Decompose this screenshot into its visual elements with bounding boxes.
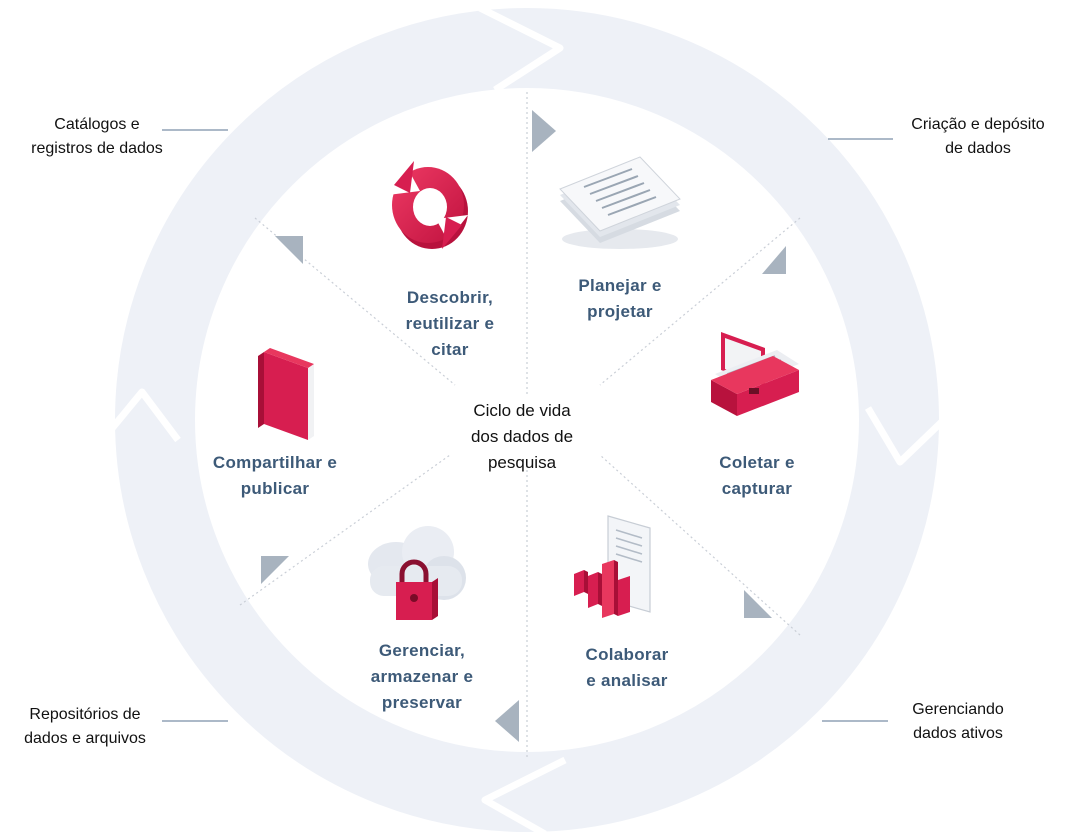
ring-chevron-bottom <box>481 756 567 834</box>
center-title-line: Ciclo de vida <box>473 401 571 420</box>
stage-label-discover: Descobrir, reutilizar e citar <box>375 285 525 363</box>
stage-label-line: reutilizar e <box>405 314 495 333</box>
arrow-upper-left <box>275 236 303 264</box>
book-icon <box>258 348 314 440</box>
leader-lines <box>162 129 893 722</box>
document-stack-icon <box>559 156 681 249</box>
arrow-top <box>532 110 556 152</box>
stage-label-share: Compartilhar e publicar <box>190 450 360 502</box>
outer-label-line: dados e arquivos <box>24 730 146 747</box>
outer-label-line: registros de dados <box>31 140 163 157</box>
stage-label-line: citar <box>431 340 469 359</box>
stage-label-plan: Planejar e projetar <box>545 273 695 325</box>
stage-label-line: Colaborar <box>585 645 669 664</box>
outer-label-line: Repositórios de <box>29 706 141 723</box>
stage-label-line: armazenar e <box>370 667 474 686</box>
outer-label-line: Catálogos e <box>54 116 140 133</box>
outer-label-active-data: Gerenciando dados ativos <box>878 698 1038 746</box>
sector-dividers <box>239 92 801 760</box>
stage-label-line: Planejar e <box>578 276 662 295</box>
ring-chevron-left <box>101 388 181 443</box>
arrow-upper-right <box>762 246 786 274</box>
stage-label-line: publicar <box>240 479 310 498</box>
ring-chevron-top <box>478 4 564 93</box>
chart-document-icon <box>574 515 651 618</box>
stage-label-line: Descobrir, <box>406 288 494 307</box>
arrow-lower-right <box>744 590 772 618</box>
stage-label-line: Compartilhar e <box>212 453 338 472</box>
outer-label-line: de dados <box>945 140 1011 157</box>
briefcase-icon <box>711 332 799 416</box>
stage-label-line: Gerenciar, <box>378 641 466 660</box>
arrow-lower-left <box>261 556 289 584</box>
outer-ring <box>101 4 955 834</box>
outer-label-repositories: Repositórios de dados e arquivos <box>2 703 168 751</box>
outer-label-catalogs: Catálogos e registros de dados <box>2 113 192 161</box>
center-title-line: pesquisa <box>487 453 557 472</box>
stage-label-collect: Coletar e capturar <box>682 450 832 502</box>
outer-label-line: dados ativos <box>913 725 1003 742</box>
cloud-lock-icon <box>368 526 466 620</box>
outer-label-line: Gerenciando <box>912 701 1004 718</box>
flow-arrows <box>261 110 786 742</box>
refresh-cycle-icon <box>388 161 468 249</box>
ring-chevron-right <box>864 406 955 466</box>
stage-label-line: preservar <box>381 693 463 712</box>
stage-label-line: Coletar e <box>719 453 795 472</box>
stage-label-line: capturar <box>721 479 793 498</box>
outer-label-line: Criação e depósito <box>911 116 1045 133</box>
arrow-bottom <box>495 700 519 742</box>
stage-label-analyze: Colaborar e analisar <box>552 642 702 694</box>
stage-label-manage: Gerenciar, armazenar e preservar <box>347 638 497 716</box>
outer-label-create-deposit: Criação e depósito de dados <box>893 113 1063 161</box>
stage-label-line: e analisar <box>586 671 668 690</box>
stage-label-line: projetar <box>587 302 653 321</box>
center-title: Ciclo de vida dos dados de pesquisa <box>447 398 597 476</box>
center-title-line: dos dados de <box>470 427 574 446</box>
